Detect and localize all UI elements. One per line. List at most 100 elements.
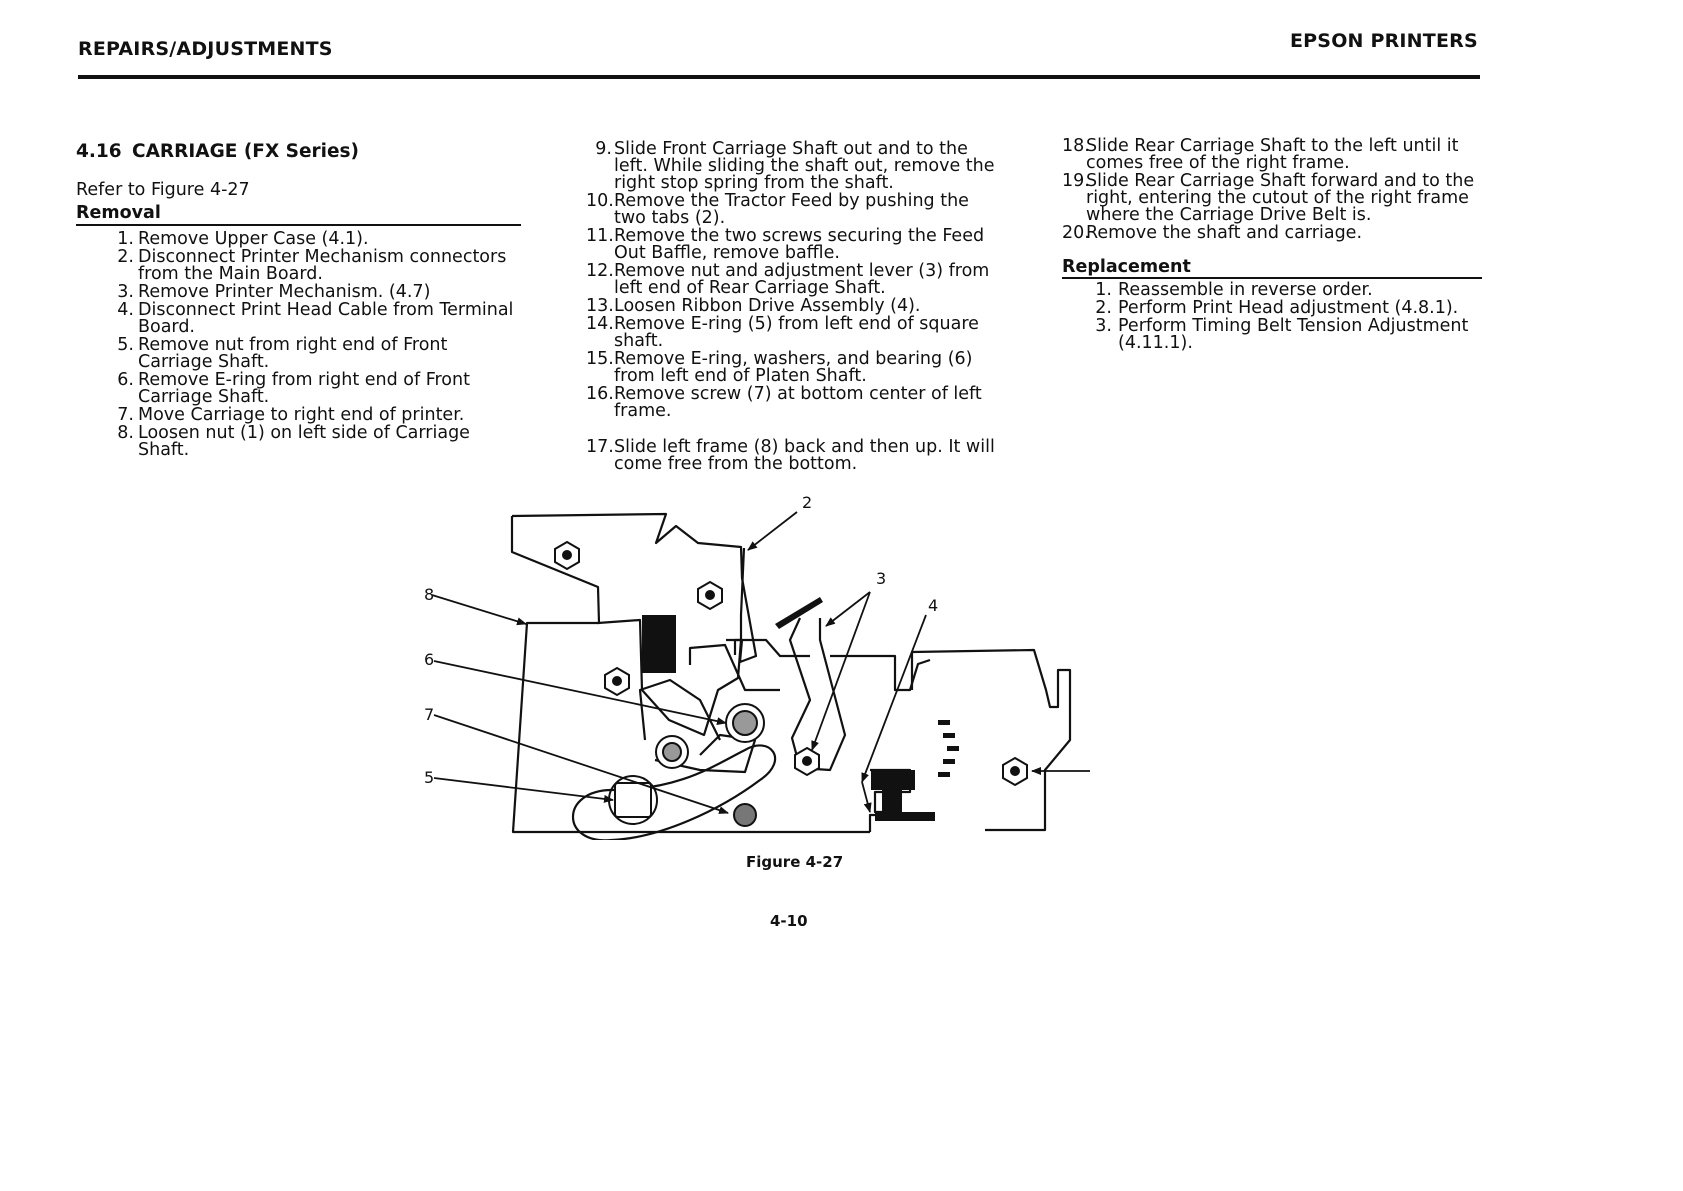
removal-heading: Removal xyxy=(76,204,521,226)
leader-8 xyxy=(431,594,527,626)
timing-mark-2 xyxy=(943,733,955,738)
tractor-tab-bar xyxy=(775,597,823,629)
step-number: 14. xyxy=(586,314,614,334)
leader-4b xyxy=(861,781,872,813)
step-text: Remove screw (7) at bottom center of lef… xyxy=(614,384,982,421)
step-number: 9. xyxy=(595,139,612,159)
replacement-heading: Replacement xyxy=(1062,258,1482,279)
list-item: 3.Remove Printer Mechanism. (4.7) xyxy=(104,282,521,302)
list-item: 8.Loosen nut (1) on left side of Carriag… xyxy=(104,423,521,460)
removal-steps-18-20: 18.Slide Rear Carriage Shaft to the left… xyxy=(1062,137,1482,243)
page-number: 4-10 xyxy=(770,912,808,930)
step-number: 6. xyxy=(117,370,134,390)
list-item: 19.Slide Rear Carriage Shaft forward and… xyxy=(1062,171,1482,225)
list-item: 10.Remove the Tractor Feed by pushing th… xyxy=(586,191,1004,227)
step-number: 16. xyxy=(586,384,614,404)
callout-5: 5 xyxy=(424,768,434,787)
frame-bottom-right xyxy=(830,654,931,692)
step-text: Perform Print Head adjustment (4.8.1). xyxy=(1118,298,1459,318)
step-number: 12. xyxy=(586,261,614,281)
step-text: Remove E-ring, washers, and bearing (6) … xyxy=(614,349,973,386)
bearing-6 xyxy=(732,710,758,736)
list-item: 11.Remove the two screws securing the Fe… xyxy=(586,226,1004,263)
step-number: 3. xyxy=(1095,316,1112,336)
leader-6 xyxy=(433,660,727,726)
left-frame-mid xyxy=(688,643,780,692)
figure-reference: Refer to Figure 4-27 xyxy=(76,180,250,200)
leader-3b xyxy=(811,591,871,751)
list-item: 14.Remove E-ring (5) from left end of sq… xyxy=(586,314,1004,351)
timing-mark-3 xyxy=(947,746,959,751)
list-item: 18.Slide Rear Carriage Shaft to the left… xyxy=(1062,137,1482,172)
platen-guide xyxy=(638,678,721,741)
step-number: 20. xyxy=(1062,223,1090,243)
timing-mark-5 xyxy=(938,772,950,777)
nut-lever-core xyxy=(802,756,812,766)
list-item: 1.Remove Upper Case (4.1). xyxy=(104,229,521,249)
callout-6: 6 xyxy=(424,650,434,669)
list-item: 16.Remove screw (7) at bottom center of … xyxy=(586,384,1004,421)
step-number: 10. xyxy=(586,191,614,211)
timing-mark-1 xyxy=(938,720,950,725)
removal-steps-1-8: 1.Remove Upper Case (4.1). 2.Disconnect … xyxy=(76,229,521,460)
step-text: Perform Timing Belt Tension Adjustment (… xyxy=(1118,316,1469,353)
step-number: 11. xyxy=(586,226,614,246)
nut-left-core xyxy=(612,676,622,686)
step-number: 3. xyxy=(117,282,134,302)
nut-middle-core xyxy=(705,590,715,600)
list-item: 2.Perform Print Head adjustment (4.8.1). xyxy=(1090,298,1482,318)
nut-1-core xyxy=(1010,766,1020,776)
step-text: Disconnect Print Head Cable from Termina… xyxy=(138,300,514,337)
leader-3a xyxy=(825,591,871,627)
step-text: Remove the two screws securing the Feed … xyxy=(614,226,985,263)
right-frame xyxy=(910,648,1072,832)
e-ring-core xyxy=(662,742,682,762)
list-item: 13.Loosen Ribbon Drive Assembly (4). xyxy=(586,297,1004,315)
list-item: 2.Disconnect Printer Mechanism connector… xyxy=(104,247,521,284)
step-text: Slide Rear Carriage Shaft forward and to… xyxy=(1086,171,1475,225)
frame-step xyxy=(726,638,810,658)
carriage-figure: 1 2 3 4 5 6 7 8 xyxy=(424,493,1090,840)
list-item: 1. Reassemble in reverse order. xyxy=(1090,280,1482,300)
carriage-arm xyxy=(654,733,757,774)
step-number: 7. xyxy=(117,405,134,425)
step-text: Remove E-ring (5) from left end of squar… xyxy=(614,314,979,351)
ribbon-drive-base xyxy=(875,812,935,821)
list-item: 9.Slide Front Carriage Shaft out and to … xyxy=(586,139,1004,192)
callout-2: 2 xyxy=(802,493,812,512)
step-text: Remove Upper Case (4.1). xyxy=(138,229,369,249)
leader-7 xyxy=(433,714,729,814)
list-item: 6.Remove E-ring from right end of Front … xyxy=(104,370,521,406)
step-number: 1. xyxy=(1095,280,1112,300)
header-section-title: REPAIRS/ADJUSTMENTS xyxy=(78,38,333,60)
header-brand: EPSON PRINTERS xyxy=(1290,30,1478,52)
step-number: 15. xyxy=(586,349,614,369)
step-number: 8. xyxy=(117,423,134,443)
step-text: Remove nut from right end of Front Carri… xyxy=(138,335,448,372)
list-item: 12.Remove nut and adjustment lever (3) f… xyxy=(586,261,1004,297)
callout-4: 4 xyxy=(928,596,938,615)
step-text: Disconnect Printer Mechanism connectors … xyxy=(138,247,507,284)
column-right: 18.Slide Rear Carriage Shaft to the left… xyxy=(1062,137,1482,353)
section-number: 4.16 xyxy=(76,141,122,162)
list-item: 4.Disconnect Print Head Cable from Termi… xyxy=(104,300,521,337)
list-item: 15.Remove E-ring, washers, and bearing (… xyxy=(586,349,1004,386)
nut-top-left-core xyxy=(562,550,572,560)
list-item: 7.Move Carriage to right end of printer. xyxy=(104,405,521,425)
step-text: Loosen nut (1) on left side of Carriage … xyxy=(138,423,470,460)
step-number: 1. xyxy=(117,229,134,249)
callout-8: 8 xyxy=(424,585,434,604)
leader-2 xyxy=(747,511,798,551)
list-item: 5.Remove nut from right end of Front Car… xyxy=(104,335,521,372)
step-text: Reassemble in reverse order. xyxy=(1118,280,1373,300)
adjustment-lever-3 xyxy=(788,617,847,772)
step-text: Move Carriage to right end of printer. xyxy=(138,405,465,425)
list-item: 17.Slide left frame (8) back and then up… xyxy=(586,438,1004,473)
callout-7: 7 xyxy=(424,705,434,724)
step-number: 2. xyxy=(117,247,134,267)
step-number: 4. xyxy=(117,300,134,320)
step-number: 5. xyxy=(117,335,134,355)
figure-caption: Figure 4-27 xyxy=(746,853,844,871)
